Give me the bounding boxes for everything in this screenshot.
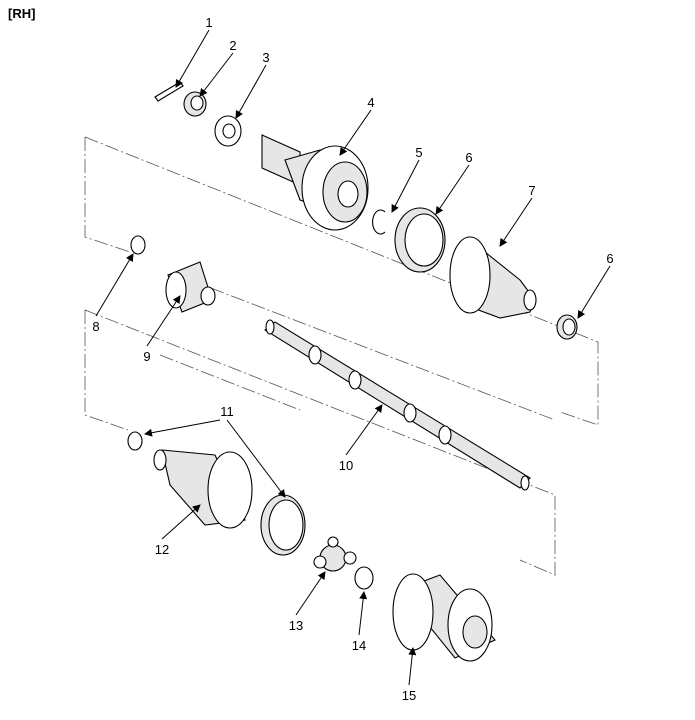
inner-joint-housing bbox=[392, 573, 496, 662]
circlip-inner bbox=[354, 566, 374, 590]
guide-line-lower bbox=[84, 309, 556, 576]
dynamic-damper bbox=[165, 261, 216, 313]
callout-4: 4 bbox=[367, 95, 374, 110]
snap-ring bbox=[130, 235, 146, 255]
callout-6b: 6 bbox=[606, 251, 613, 266]
split-pin bbox=[154, 81, 184, 102]
hub-nut bbox=[183, 91, 207, 117]
inner-boot-band bbox=[260, 494, 306, 556]
callout-13: 13 bbox=[289, 618, 303, 633]
leader-lines bbox=[95, 29, 611, 686]
callout-15: 15 bbox=[402, 688, 416, 703]
callout-9: 9 bbox=[143, 349, 150, 364]
circlip bbox=[372, 209, 386, 235]
shaft bbox=[264, 319, 531, 491]
outer-joint-assembly bbox=[261, 134, 369, 231]
callout-14: 14 bbox=[352, 638, 366, 653]
callout-10: 10 bbox=[339, 458, 353, 473]
spider-assembly bbox=[313, 536, 357, 572]
callout-12: 12 bbox=[155, 542, 169, 557]
outer-boot bbox=[449, 236, 537, 319]
washer bbox=[214, 115, 242, 147]
callout-1: 1 bbox=[205, 15, 212, 30]
inner-boot bbox=[153, 449, 253, 529]
snap-ring-lower bbox=[127, 431, 143, 451]
side-label: [RH] bbox=[8, 6, 36, 21]
guide-line-upper bbox=[84, 136, 599, 426]
callout-5: 5 bbox=[415, 145, 422, 160]
callout-3: 3 bbox=[262, 50, 269, 65]
boot-band-large bbox=[394, 207, 446, 273]
callout-2: 2 bbox=[229, 38, 236, 53]
callout-8: 8 bbox=[92, 319, 99, 334]
callout-7: 7 bbox=[528, 183, 535, 198]
callout-11: 11 bbox=[220, 404, 234, 419]
boot-band-small bbox=[556, 314, 578, 340]
callout-6a: 6 bbox=[465, 150, 472, 165]
